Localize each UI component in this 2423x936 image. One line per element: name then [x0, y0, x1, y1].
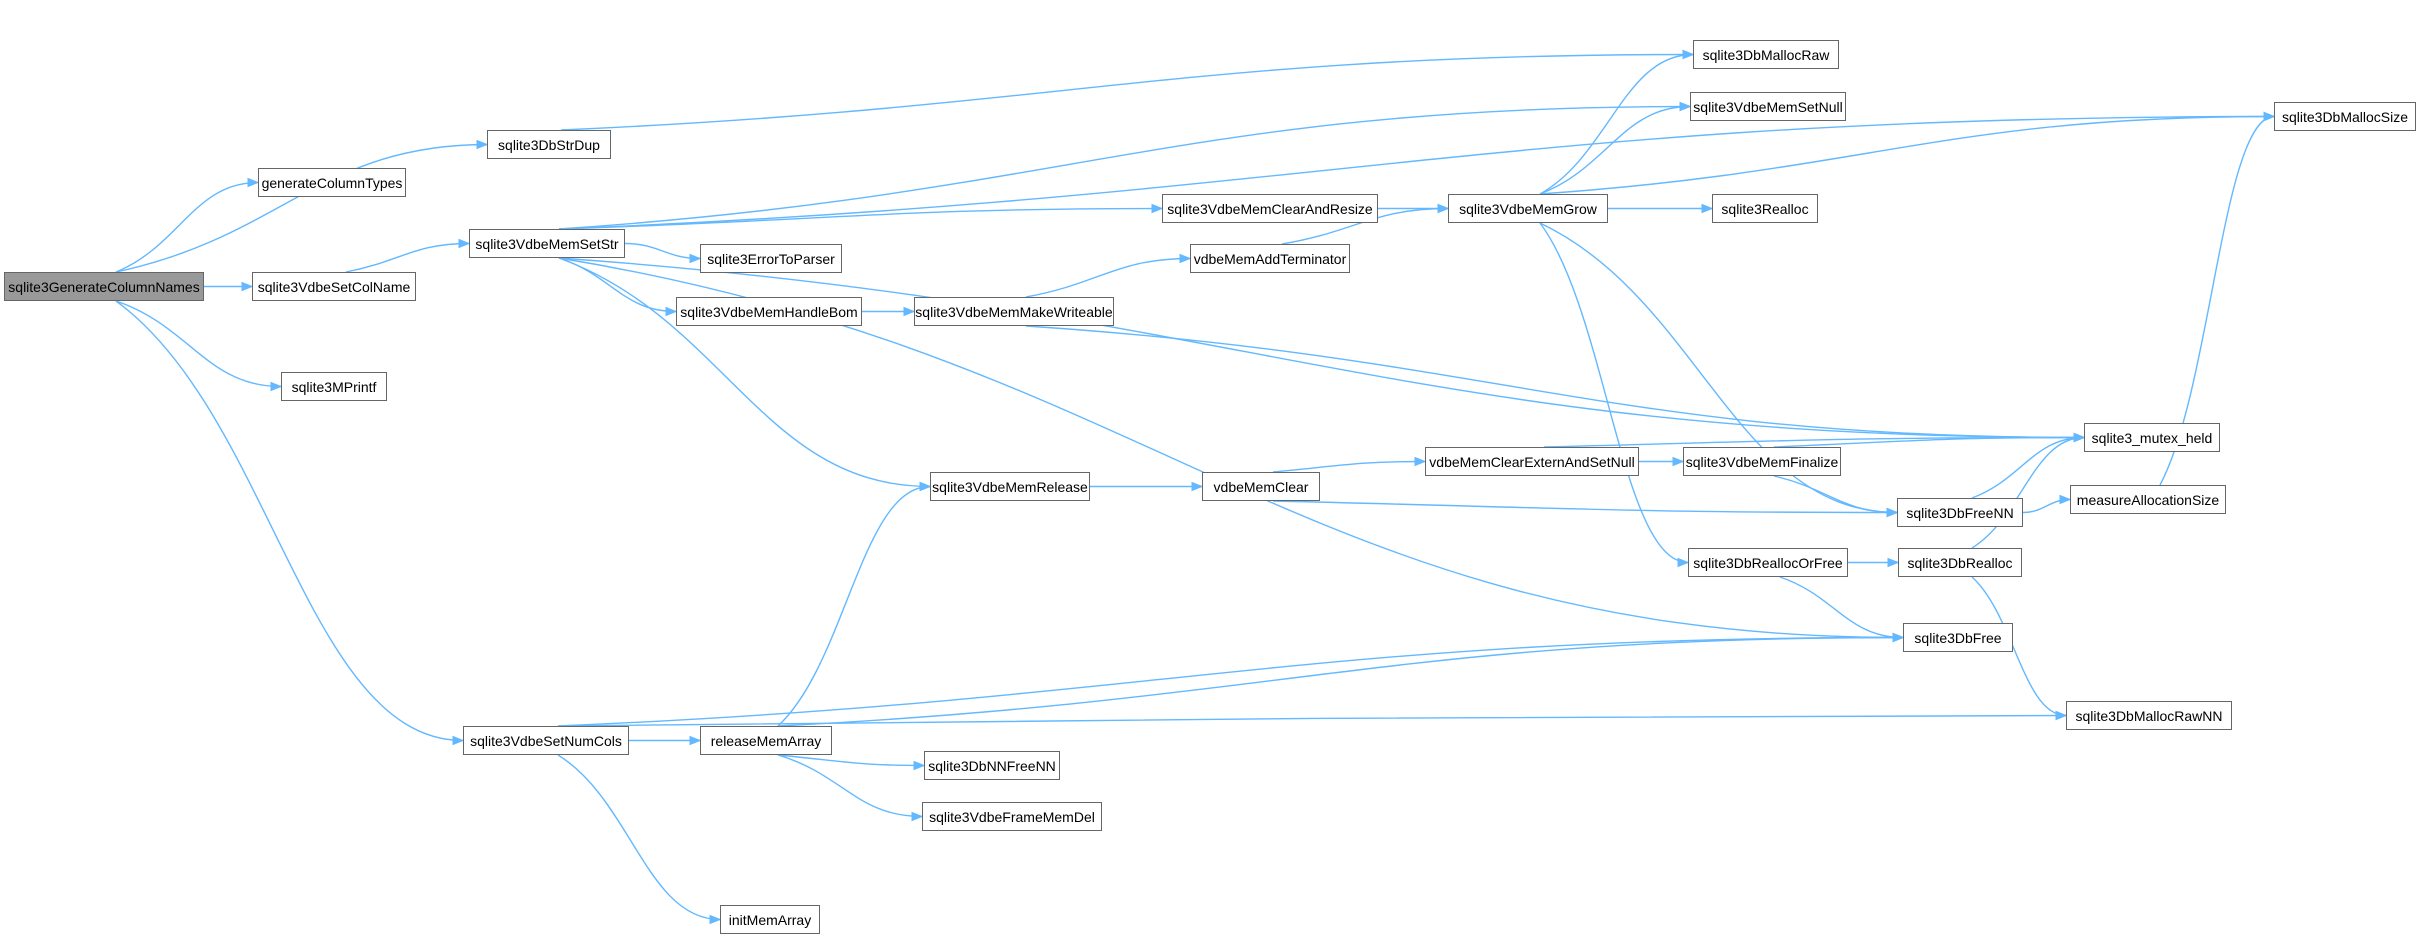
- edge-vdbe-mem-clear-to-vdbe-mem-clear-extern-and-set-null: [1272, 460, 1426, 473]
- node-sqlite3-mutex-held[interactable]: sqlite3_mutex_held: [2084, 423, 2220, 452]
- arrow-head-sqlite3-db-malloc-raw-nn: [2055, 710, 2068, 721]
- edge-sqlite3-vdbe-mem-grow-to-sqlite3-db-free-nn: [1539, 222, 1898, 514]
- arrow-head-generate-column-types: [247, 177, 260, 188]
- arrow-head-sqlite3-vdbe-mem-handle-bom: [665, 306, 678, 317]
- arrow-head-init-mem-array: [709, 914, 722, 925]
- arrow-head-vdbe-mem-add-terminator: [1179, 253, 1192, 264]
- node-init-mem-array[interactable]: initMemArray: [720, 905, 820, 934]
- arrow-head-sqlite3-mutex-held: [2073, 432, 2086, 443]
- edge-release-mem-array-to-sqlite3-vdbe-mem-release: [777, 485, 931, 727]
- edge-sqlite3-generate-column-names-to-generate-column-types: [115, 181, 259, 273]
- edge-sqlite3-db-free-nn-to-sqlite3-mutex-held: [1971, 436, 2085, 499]
- edge-sqlite3-vdbe-mem-make-writeable-to-vdbe-mem-add-terminator: [1025, 257, 1191, 298]
- node-sqlite3-mprintf[interactable]: sqlite3MPrintf: [281, 372, 387, 401]
- arrow-head-release-mem-array: [689, 735, 702, 746]
- arrow-head-sqlite3-vdbe-mem-release: [919, 481, 932, 492]
- arrow-head-sqlite3-vdbe-mem-grow: [1437, 203, 1450, 214]
- edge-sqlite3-vdbe-mem-set-str-to-sqlite3-error-to-parser: [624, 242, 701, 260]
- node-sqlite3-db-str-dup[interactable]: sqlite3DbStrDup: [487, 130, 611, 159]
- edge-sqlite3-vdbe-mem-make-writeable-to-sqlite3-mutex-held: [1025, 325, 2085, 439]
- edge-sqlite3-vdbe-set-col-name-to-sqlite3-vdbe-mem-set-str: [345, 242, 470, 273]
- arrow-head-sqlite3-realloc: [1701, 203, 1714, 214]
- arrow-head-sqlite3-vdbe-mem-clear-and-resize: [1151, 203, 1164, 214]
- node-vdbe-mem-clear-extern-and-set-null[interactable]: vdbeMemClearExternAndSetNull: [1425, 447, 1639, 476]
- arrow-head-sqlite3-db-free-nn: [1886, 507, 1899, 518]
- arrow-head-sqlite3-db-str-dup: [476, 139, 489, 150]
- arrow-head-sqlite3-mprintf: [270, 381, 283, 392]
- edge-sqlite3-vdbe-mem-grow-to-sqlite3-vdbe-mem-set-null: [1539, 105, 1691, 195]
- node-sqlite3-vdbe-mem-clear-and-resize[interactable]: sqlite3VdbeMemClearAndResize: [1162, 194, 1378, 223]
- arrow-head-sqlite3-vdbe-mem-finalize: [1672, 456, 1685, 467]
- edge-sqlite3-vdbe-mem-grow-to-sqlite3-db-malloc-raw: [1539, 53, 1694, 195]
- arrow-head-sqlite3-vdbe-mem-set-null: [1679, 101, 1692, 112]
- arrow-head-sqlite3-db-realloc: [1887, 557, 1900, 568]
- node-sqlite3-vdbe-mem-grow[interactable]: sqlite3VdbeMemGrow: [1448, 194, 1608, 223]
- node-sqlite3-vdbe-mem-release[interactable]: sqlite3VdbeMemRelease: [930, 472, 1090, 501]
- edge-sqlite3-vdbe-mem-grow-to-sqlite3-db-malloc-size: [1539, 115, 2275, 195]
- arrow-head-sqlite3-db-nnfree-nn: [913, 760, 926, 771]
- arrow-head-measure-allocation-size: [2059, 494, 2072, 505]
- edge-sqlite3-generate-column-names-to-sqlite3-vdbe-set-num-cols: [115, 300, 464, 742]
- node-sqlite3-vdbe-mem-set-null[interactable]: sqlite3VdbeMemSetNull: [1690, 92, 1846, 121]
- edge-sqlite3-vdbe-mem-set-str-to-sqlite3-vdbe-mem-set-null: [558, 105, 1691, 230]
- node-sqlite3-realloc[interactable]: sqlite3Realloc: [1712, 194, 1818, 223]
- node-sqlite3-vdbe-mem-set-str[interactable]: sqlite3VdbeMemSetStr: [469, 229, 625, 258]
- edge-sqlite3-vdbe-mem-finalize-to-sqlite3-db-free-nn: [1773, 475, 1898, 514]
- edge-release-mem-array-to-sqlite3-db-nnfree-nn: [777, 754, 925, 767]
- node-sqlite3-vdbe-frame-mem-del[interactable]: sqlite3VdbeFrameMemDel: [922, 802, 1102, 831]
- node-release-mem-array[interactable]: releaseMemArray: [700, 726, 832, 755]
- node-sqlite3-vdbe-set-num-cols[interactable]: sqlite3VdbeSetNumCols: [463, 726, 629, 755]
- edge-release-mem-array-to-sqlite3-vdbe-frame-mem-del: [777, 754, 923, 818]
- node-vdbe-mem-add-terminator[interactable]: vdbeMemAddTerminator: [1190, 244, 1350, 273]
- edge-sqlite3-db-realloc-to-sqlite3-db-malloc-raw-nn: [1971, 576, 2067, 717]
- node-sqlite3-db-malloc-raw-nn[interactable]: sqlite3DbMallocRawNN: [2066, 701, 2232, 730]
- node-sqlite3-error-to-parser[interactable]: sqlite3ErrorToParser: [700, 244, 842, 273]
- edge-sqlite3-db-realloc-to-sqlite3-mutex-held: [1971, 436, 2085, 549]
- arrow-head-sqlite3-vdbe-set-col-name: [241, 281, 254, 292]
- arrow-head-sqlite3-db-free: [1892, 632, 1905, 643]
- arrow-head-sqlite3-vdbe-mem-make-writeable: [903, 306, 916, 317]
- edge-release-mem-array-to-sqlite3-db-free: [777, 636, 1904, 727]
- edge-sqlite3-generate-column-names-to-sqlite3-db-str-dup: [115, 143, 488, 273]
- arrow-head-vdbe-mem-clear: [1191, 481, 1204, 492]
- node-sqlite3-db-free[interactable]: sqlite3DbFree: [1903, 623, 2013, 652]
- edge-sqlite3-vdbe-mem-grow-to-sqlite3-db-realloc-or-free: [1539, 222, 1689, 564]
- edge-sqlite3-db-str-dup-to-sqlite3-db-malloc-raw: [560, 53, 1694, 131]
- node-generate-column-types[interactable]: generateColumnTypes: [258, 168, 406, 197]
- edge-sqlite3-vdbe-mem-finalize-to-sqlite3-mutex-held: [1773, 436, 2085, 448]
- edge-sqlite3-vdbe-set-num-cols-to-sqlite3-db-free: [557, 636, 1904, 727]
- edge-sqlite3-generate-column-names-to-sqlite3-mprintf: [115, 300, 282, 388]
- arrow-head-sqlite3-vdbe-frame-mem-del: [911, 811, 924, 822]
- edge-sqlite3-vdbe-mem-set-str-to-sqlite3-vdbe-mem-release: [558, 257, 931, 488]
- node-sqlite3-vdbe-mem-make-writeable[interactable]: sqlite3VdbeMemMakeWriteable: [914, 297, 1114, 326]
- node-sqlite3-vdbe-mem-handle-bom[interactable]: sqlite3VdbeMemHandleBom: [676, 297, 862, 326]
- edge-sqlite3-vdbe-mem-set-str-to-sqlite3-db-malloc-size: [558, 115, 2275, 230]
- node-sqlite3-db-realloc-or-free[interactable]: sqlite3DbReallocOrFree: [1688, 548, 1848, 577]
- edge-sqlite3-vdbe-mem-set-str-to-sqlite3-mutex-held: [558, 257, 2085, 439]
- arrow-head-sqlite3-db-malloc-size: [2263, 111, 2276, 122]
- node-sqlite3-vdbe-mem-finalize[interactable]: sqlite3VdbeMemFinalize: [1683, 447, 1841, 476]
- edge-sqlite3-vdbe-mem-set-str-to-sqlite3-vdbe-mem-clear-and-resize: [558, 207, 1163, 230]
- node-sqlite3-db-realloc[interactable]: sqlite3DbRealloc: [1898, 548, 2022, 577]
- arrow-head-sqlite3-error-to-parser: [689, 253, 702, 264]
- node-sqlite3-generate-column-names: sqlite3GenerateColumnNames: [4, 272, 204, 301]
- node-sqlite3-db-malloc-size[interactable]: sqlite3DbMallocSize: [2274, 102, 2416, 131]
- node-measure-allocation-size[interactable]: measureAllocationSize: [2070, 485, 2226, 514]
- arrow-head-sqlite3-db-realloc-or-free: [1677, 557, 1690, 568]
- edge-vdbe-mem-clear-to-sqlite3-db-free-nn: [1272, 500, 1898, 514]
- edge-sqlite3-vdbe-set-num-cols-to-init-mem-array: [557, 754, 721, 921]
- edge-sqlite3-db-realloc-or-free-to-sqlite3-db-free: [1779, 576, 1904, 639]
- node-vdbe-mem-clear[interactable]: vdbeMemClear: [1202, 472, 1320, 501]
- node-sqlite3-vdbe-set-col-name[interactable]: sqlite3VdbeSetColName: [252, 272, 416, 301]
- arrow-head-sqlite3-vdbe-set-num-cols: [452, 735, 465, 746]
- node-sqlite3-db-nnfree-nn[interactable]: sqlite3DbNNFreeNN: [924, 751, 1060, 780]
- node-sqlite3-db-malloc-raw[interactable]: sqlite3DbMallocRaw: [1693, 40, 1839, 69]
- arrow-head-vdbe-mem-clear-extern-and-set-null: [1414, 456, 1427, 467]
- arrow-head-sqlite3-db-malloc-raw: [1682, 49, 1695, 60]
- arrow-head-sqlite3-vdbe-mem-set-str: [458, 238, 471, 249]
- node-sqlite3-db-free-nn[interactable]: sqlite3DbFreeNN: [1897, 498, 2023, 527]
